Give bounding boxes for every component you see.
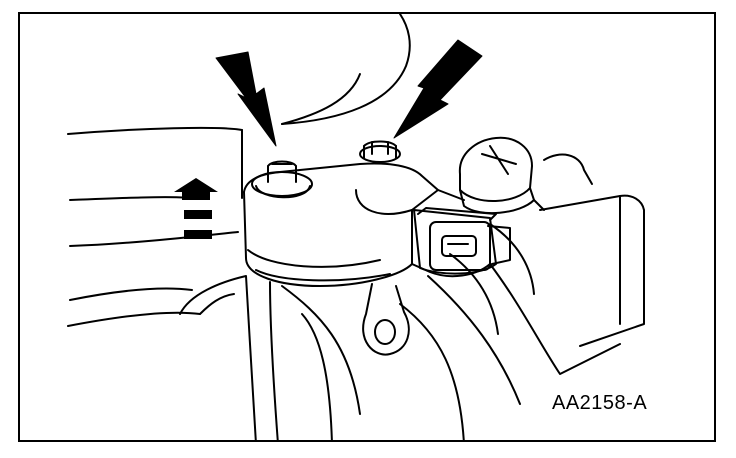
electrical-connector [413,207,511,275]
removal-direction-arrow-icon [174,178,218,239]
mounting-bolt-right [359,140,401,163]
mounting-bolt-left [251,160,313,199]
figure-id-label: AA2158-A [552,392,648,414]
diagram-frame: AA2158-A [18,12,716,442]
component-illustration [67,14,645,440]
engine-contour-lines [67,14,411,327]
hose-fitting [458,136,545,215]
ring-terminal [362,283,410,356]
engine-block [179,153,645,440]
sensor-body [243,162,491,287]
pointer-arrow-icon [393,39,483,139]
pointer-arrow-icon [215,51,277,147]
